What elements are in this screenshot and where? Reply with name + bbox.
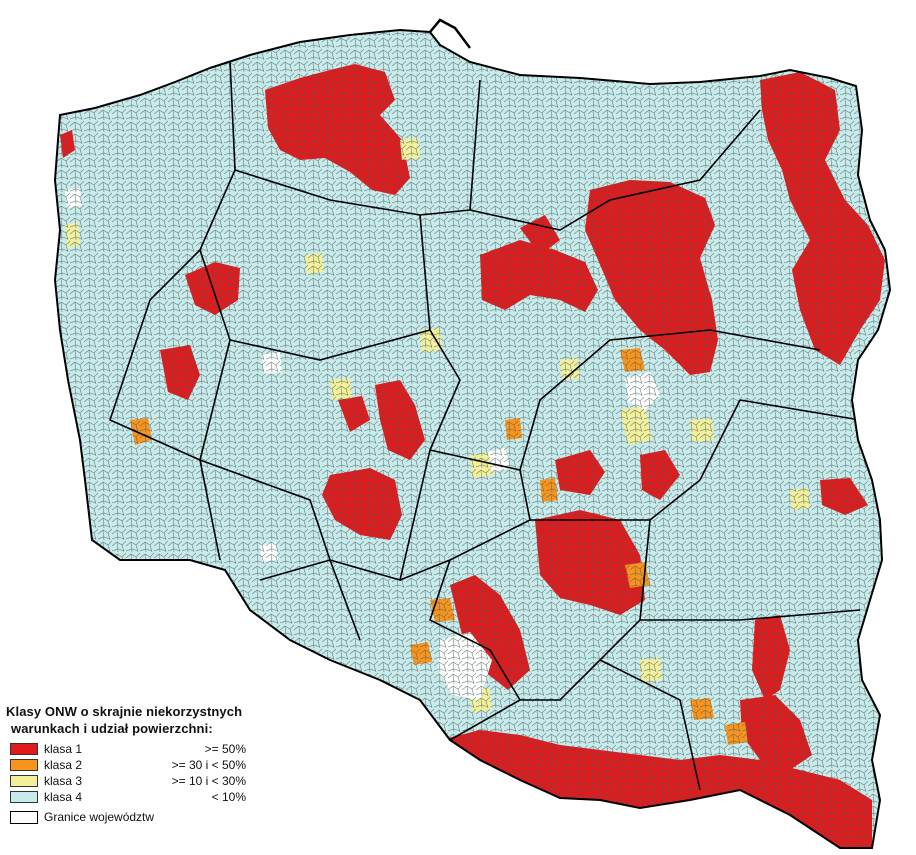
legend-range-class4: < 10% xyxy=(211,790,246,804)
hel-peninsula xyxy=(429,18,471,49)
legend-label-class1: klasa 1 xyxy=(44,742,83,756)
legend-swatch-class2 xyxy=(10,759,38,771)
legend-range-class2: >= 30 i < 50% xyxy=(171,758,246,772)
legend-title-line1: Klasy ONW o skrajnie niekorzystnych xyxy=(6,704,243,719)
legend-range-class3: >= 10 i < 30% xyxy=(171,774,246,788)
legend-swatch-class3 xyxy=(10,775,38,787)
legend-row-class1: klasa 1 >= 50% xyxy=(6,741,336,757)
legend-row-class2: klasa 2 >= 30 i < 50% xyxy=(6,757,336,773)
legend-row-class3: klasa 3 >= 10 i < 30% xyxy=(6,773,336,789)
legend-title-line2: warunkach i udział powierzchni: xyxy=(11,721,213,736)
legend-swatch-class4 xyxy=(10,791,38,803)
map-legend: Klasy ONW o skrajnie niekorzystnych waru… xyxy=(6,703,336,825)
region-class1-sudetes xyxy=(178,585,248,695)
legend-title: Klasy ONW o skrajnie niekorzystnych waru… xyxy=(6,703,336,737)
legend-label-class2: klasa 2 xyxy=(44,758,83,772)
legend-label-class3: klasa 3 xyxy=(44,774,83,788)
legend-row-class4: klasa 4 < 10% xyxy=(6,789,336,805)
legend-swatch-class1 xyxy=(10,743,38,755)
country-outline xyxy=(53,28,892,849)
legend-range-class1: >= 50% xyxy=(204,742,246,756)
legend-label-borders: Granice województw xyxy=(44,810,155,824)
legend-backdrop xyxy=(0,700,335,855)
legend-swatch-borders xyxy=(10,811,38,824)
voivodeship-borders xyxy=(109,59,861,791)
legend-label-class4: klasa 4 xyxy=(44,790,83,804)
legend-row-borders: Granice województw xyxy=(6,809,336,825)
